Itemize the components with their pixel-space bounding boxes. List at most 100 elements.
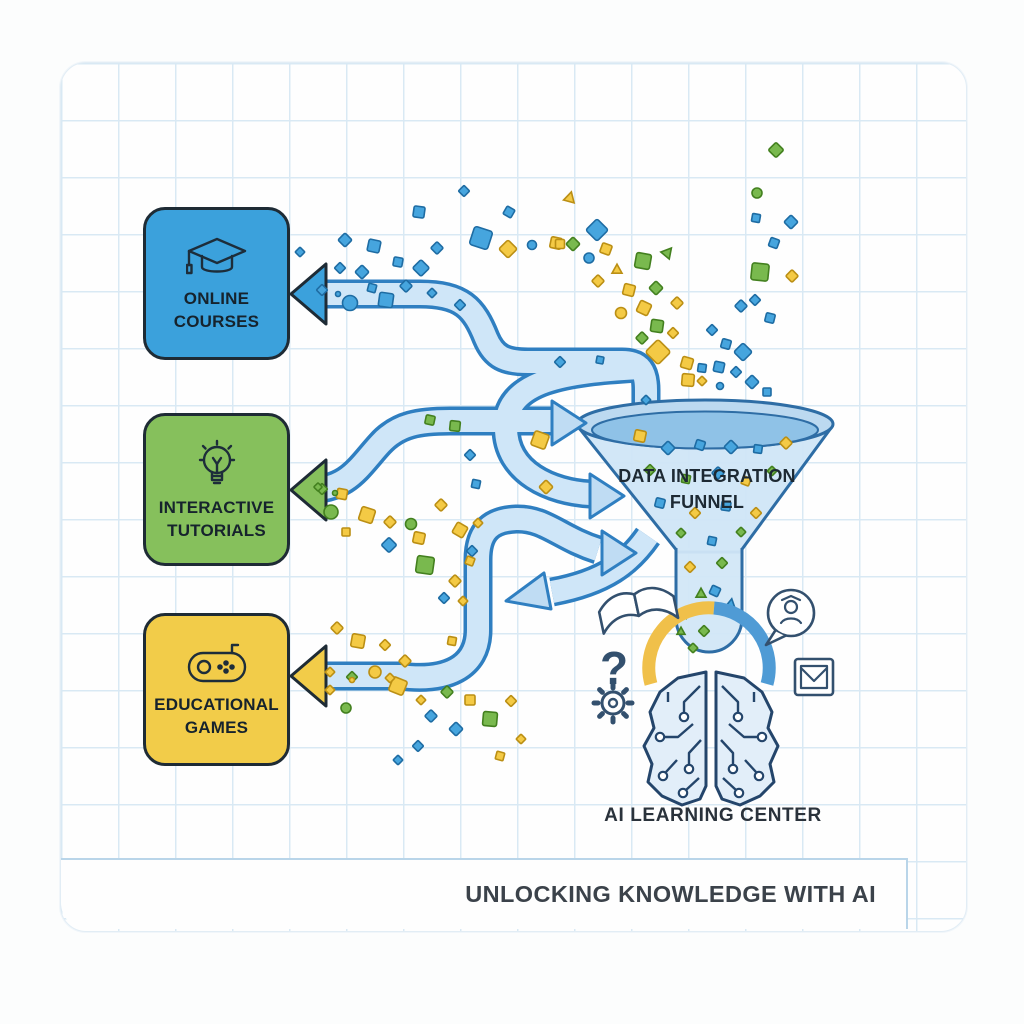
data-particle: [696, 375, 708, 387]
data-particle: [354, 264, 370, 280]
data-particle: [392, 256, 404, 268]
data-particle: [675, 625, 687, 636]
graduate-speech-bubble-icon: [764, 588, 816, 647]
data-particle: [749, 294, 761, 306]
data-particle: [426, 287, 438, 299]
data-particle: [561, 190, 576, 205]
funnel-inlet-arrow-top: [550, 399, 588, 447]
envelope-icon: [793, 657, 835, 697]
data-particle: [734, 299, 748, 313]
data-particle: [464, 449, 476, 461]
data-particle: [392, 754, 404, 766]
data-particle: [706, 535, 718, 547]
data-particle: [383, 515, 397, 529]
side-icons: ?: [591, 586, 835, 725]
inlet-arrow-online-courses: [289, 262, 328, 326]
data-particle: [565, 236, 581, 252]
data-particle: [667, 327, 679, 339]
gear-icon: [591, 681, 635, 725]
data-particle: [505, 695, 517, 707]
ai-brain: [642, 670, 780, 807]
progress-arc: [642, 601, 776, 686]
data-particle: [679, 355, 695, 371]
data-particle: [448, 721, 464, 737]
open-book-icon: [597, 586, 680, 635]
data-particle: [712, 360, 726, 374]
progress-arc-yellow: [642, 601, 715, 686]
data-particle: [762, 387, 772, 397]
source-label-line1: INTERACTIVE: [158, 497, 275, 517]
funnel-label-line2: FUNNEL: [669, 492, 745, 512]
data-particle: [648, 280, 664, 296]
data-particle: [693, 438, 707, 452]
data-particle: [716, 557, 728, 569]
data-particle: [735, 526, 747, 538]
data-particle: [415, 694, 427, 706]
data-particle: [379, 639, 391, 651]
data-particle: [752, 443, 764, 455]
brain-circuits: [665, 685, 757, 791]
data-particle: [635, 299, 653, 317]
data-particle: [694, 586, 708, 598]
data-particle: [381, 537, 397, 553]
data-particle: [515, 733, 527, 745]
data-particle: [750, 262, 770, 282]
data-particle: [740, 475, 752, 487]
data-particle: [294, 246, 306, 258]
data-particle: [440, 685, 454, 699]
data-particle: [357, 505, 377, 525]
pipes-inner-layer: [305, 283, 658, 689]
data-particle: [720, 500, 732, 512]
data-particle: [554, 356, 566, 368]
source-box-label: INTERACTIVE TUTORIALS: [159, 496, 275, 542]
data-particle: [341, 527, 351, 537]
data-particle: [366, 282, 378, 294]
data-particle: [399, 279, 413, 293]
data-particle: [530, 430, 550, 450]
data-particle: [366, 238, 382, 254]
data-particle: [733, 342, 753, 362]
data-particle: [323, 504, 339, 520]
data-particle: [468, 225, 494, 251]
data-particle: [715, 381, 725, 391]
data-particle: [324, 666, 336, 678]
ai-learning-center-label: AI LEARNING CENTER: [604, 805, 822, 826]
funnel-inlet-arrow-middle: [588, 472, 626, 520]
data-particle: [644, 464, 656, 476]
data-particle: [591, 274, 605, 288]
title-band: UNLOCKING KNOWLEDGE WITH AI: [61, 858, 908, 929]
data-particle: [411, 530, 427, 546]
data-particle: [446, 635, 458, 647]
data-particle: [349, 632, 367, 650]
data-particle: [384, 672, 396, 684]
data-particle: [412, 740, 424, 752]
data-particle: [334, 290, 342, 298]
data-particle: [324, 684, 336, 696]
data-particle: [470, 478, 482, 490]
brain-nodes: [654, 711, 768, 799]
inlet-arrow-educational-games: [289, 644, 328, 708]
data-particle: [448, 574, 462, 588]
data-particle: [554, 238, 566, 250]
data-particle: [764, 312, 776, 324]
data-particle: [689, 507, 701, 519]
data-particle: [481, 710, 499, 728]
data-particle: [696, 362, 708, 374]
data-particle: [660, 440, 676, 456]
data-particle: [412, 259, 430, 277]
data-particle: [466, 545, 478, 557]
funnel-label: DATA INTEGRATION FUNNEL: [557, 463, 857, 515]
data-particle: [687, 642, 699, 654]
data-particle: [330, 621, 344, 635]
source-box-label: EDUCATIONAL GAMES: [154, 693, 279, 739]
data-particle: [719, 337, 733, 351]
data-particle: [750, 507, 762, 519]
data-particle: [494, 750, 506, 762]
data-particle: [706, 324, 718, 336]
source-label-line2: TUTORIALS: [167, 520, 266, 540]
brain-right-lobe: [714, 670, 780, 807]
data-particle: [438, 592, 450, 604]
data-particle: [348, 676, 356, 684]
data-particle: [610, 262, 624, 274]
data-particle: [751, 187, 763, 199]
